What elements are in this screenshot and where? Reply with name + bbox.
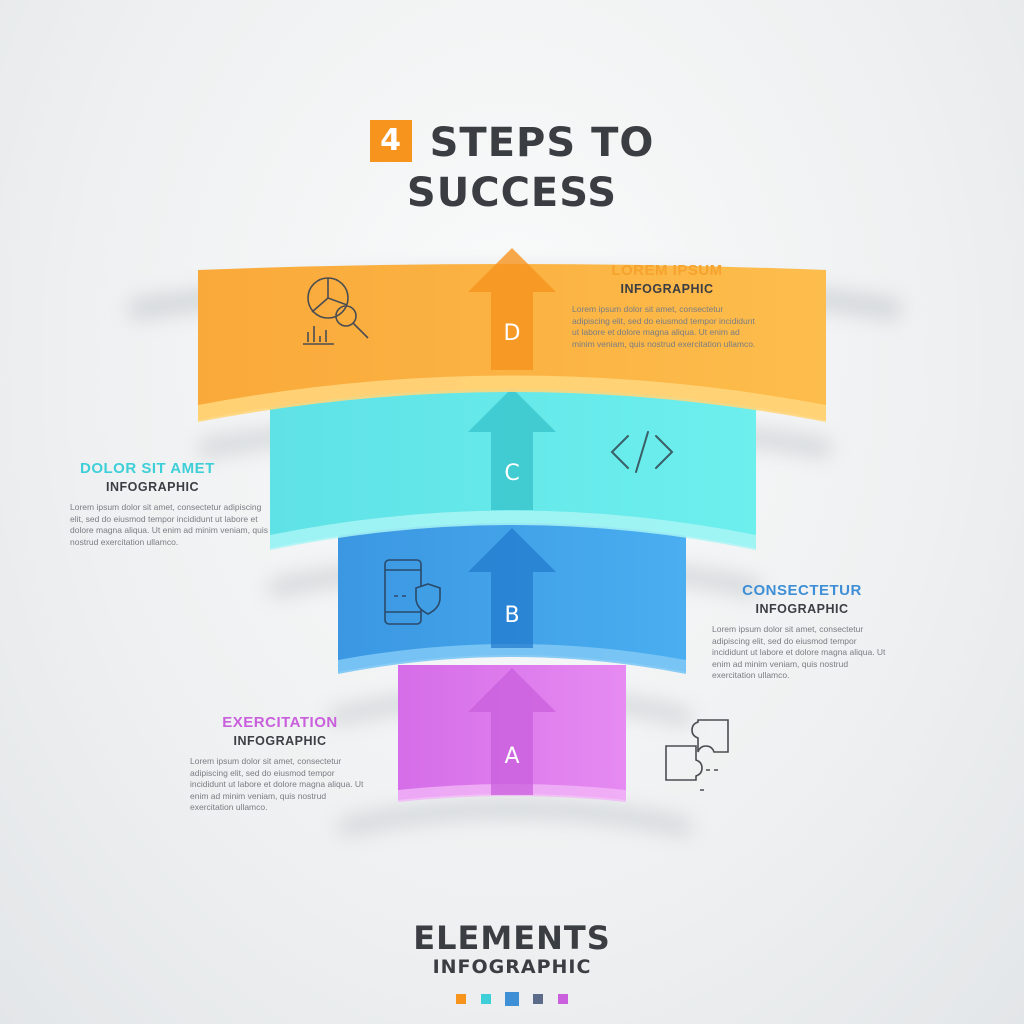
color-dots bbox=[0, 990, 1024, 1006]
step-count-badge: 4 bbox=[369, 120, 412, 162]
caption-a-sub: INFOGRAPHIC bbox=[233, 734, 327, 748]
step-d-letter: D bbox=[504, 321, 521, 346]
color-dot bbox=[456, 993, 467, 1004]
step-a-arrow bbox=[468, 668, 556, 795]
color-dot bbox=[557, 993, 568, 1004]
caption-d-heading: LOREM IPSUM bbox=[611, 262, 723, 279]
step-d-band bbox=[198, 248, 826, 422]
footer-title: ELEMENTS bbox=[413, 919, 611, 957]
color-dot bbox=[480, 993, 491, 1004]
footer-subtitle: INFOGRAPHIC bbox=[432, 956, 592, 978]
caption-b-sub: INFOGRAPHIC bbox=[755, 602, 849, 616]
caption-a: EXERCITATION INFOGRAPHIC Lorem ipsum dol… bbox=[190, 714, 370, 814]
title-line-2: SUCCESS bbox=[406, 170, 618, 216]
smartphone-shield-icon bbox=[384, 559, 441, 625]
puzzle-icon bbox=[665, 719, 729, 791]
step-c-arrow bbox=[468, 388, 556, 510]
caption-c-sub: INFOGRAPHIC bbox=[106, 480, 199, 494]
caption-c-heading: DOLOR SIT AMET bbox=[80, 460, 215, 477]
caption-a-body: Lorem ipsum dolor sit amet, consectetur … bbox=[190, 756, 364, 812]
step-c-letter: C bbox=[504, 461, 519, 486]
caption-b-heading: CONSECTETUR bbox=[742, 582, 862, 599]
caption-d: LOREM IPSUM INFOGRAPHIC Lorem ipsum dolo… bbox=[572, 262, 762, 350]
step-a-band bbox=[398, 665, 626, 802]
title-line-1: STEPS TO bbox=[429, 120, 655, 166]
step-b-band bbox=[338, 510, 686, 674]
step-d-arrow bbox=[468, 248, 556, 370]
page-title: 4 STEPS TO SUCCESS bbox=[0, 118, 1024, 218]
caption-d-body: Lorem ipsum dolor sit amet, consectetur … bbox=[572, 304, 756, 349]
caption-c-body: Lorem ipsum dolor sit amet, consectetur … bbox=[70, 502, 268, 547]
footer-logo: ELEMENTS INFOGRAPHIC bbox=[0, 919, 1024, 1006]
code-brackets-icon bbox=[610, 431, 674, 473]
step-b-letter: B bbox=[504, 603, 519, 628]
step-a-letter: A bbox=[504, 744, 519, 769]
caption-c: DOLOR SIT AMET INFOGRAPHIC Lorem ipsum d… bbox=[70, 460, 270, 548]
pie-chart-magnifier-icon bbox=[303, 277, 369, 345]
color-dot bbox=[505, 991, 519, 1006]
caption-a-heading: EXERCITATION bbox=[222, 714, 338, 731]
caption-b: CONSECTETUR INFOGRAPHIC Lorem ipsum dolo… bbox=[712, 582, 892, 682]
step-b-arrow bbox=[468, 528, 556, 648]
caption-b-body: Lorem ipsum dolor sit amet, consectetur … bbox=[712, 624, 886, 680]
caption-d-sub: INFOGRAPHIC bbox=[620, 282, 714, 296]
color-dot bbox=[533, 993, 544, 1004]
step-c-band bbox=[270, 370, 756, 550]
